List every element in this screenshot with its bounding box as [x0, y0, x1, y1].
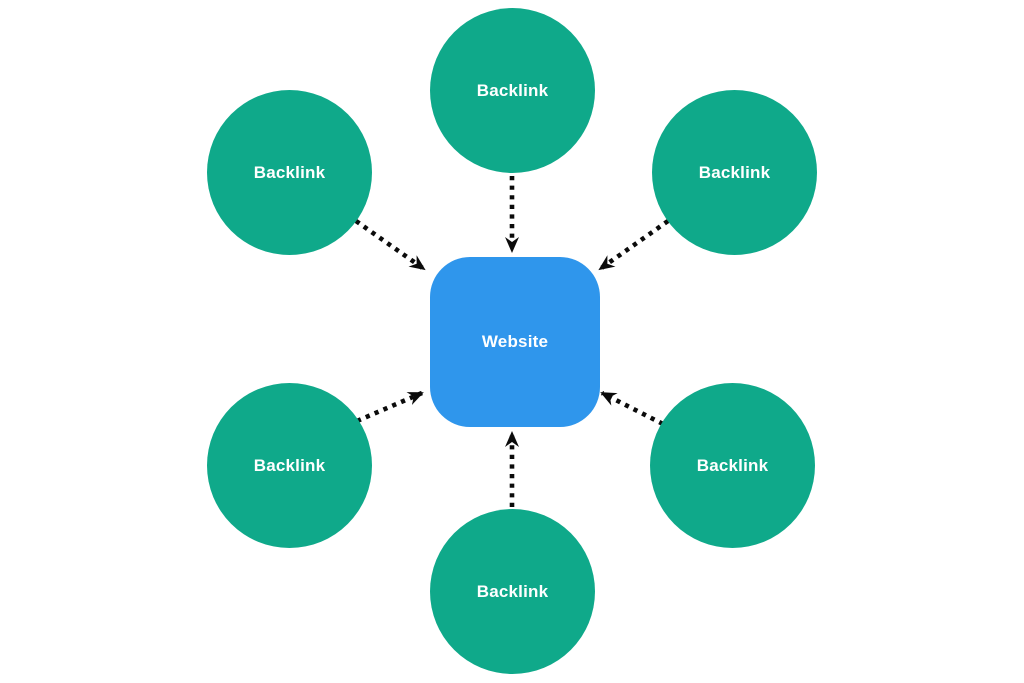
arrow-top-left-to-center [354, 219, 426, 271]
backlink-node-top: Backlink [430, 8, 595, 173]
website-center-node: Website [430, 257, 600, 427]
arrow-bottom-left-to-center [356, 390, 424, 424]
backlink-node-top-left: Backlink [207, 90, 372, 255]
backlink-node-label: Backlink [476, 80, 549, 100]
backlink-node-bottom: Backlink [430, 509, 595, 674]
backlink-node-label: Backlink [476, 581, 549, 601]
backlink-node-bottom-right: Backlink [650, 383, 815, 548]
website-node-label: Website [481, 332, 549, 351]
backlink-node-label: Backlink [253, 455, 326, 475]
backlink-node-label: Backlink [253, 162, 326, 182]
arrow-top-right-to-center [598, 219, 670, 271]
backlink-node-top-right: Backlink [652, 90, 817, 255]
backlink-node-label: Backlink [698, 162, 771, 182]
backlink-node-label: Backlink [696, 455, 769, 475]
backlink-node-bottom-left: Backlink [207, 383, 372, 548]
arrow-bottom-right-to-center [600, 390, 665, 427]
